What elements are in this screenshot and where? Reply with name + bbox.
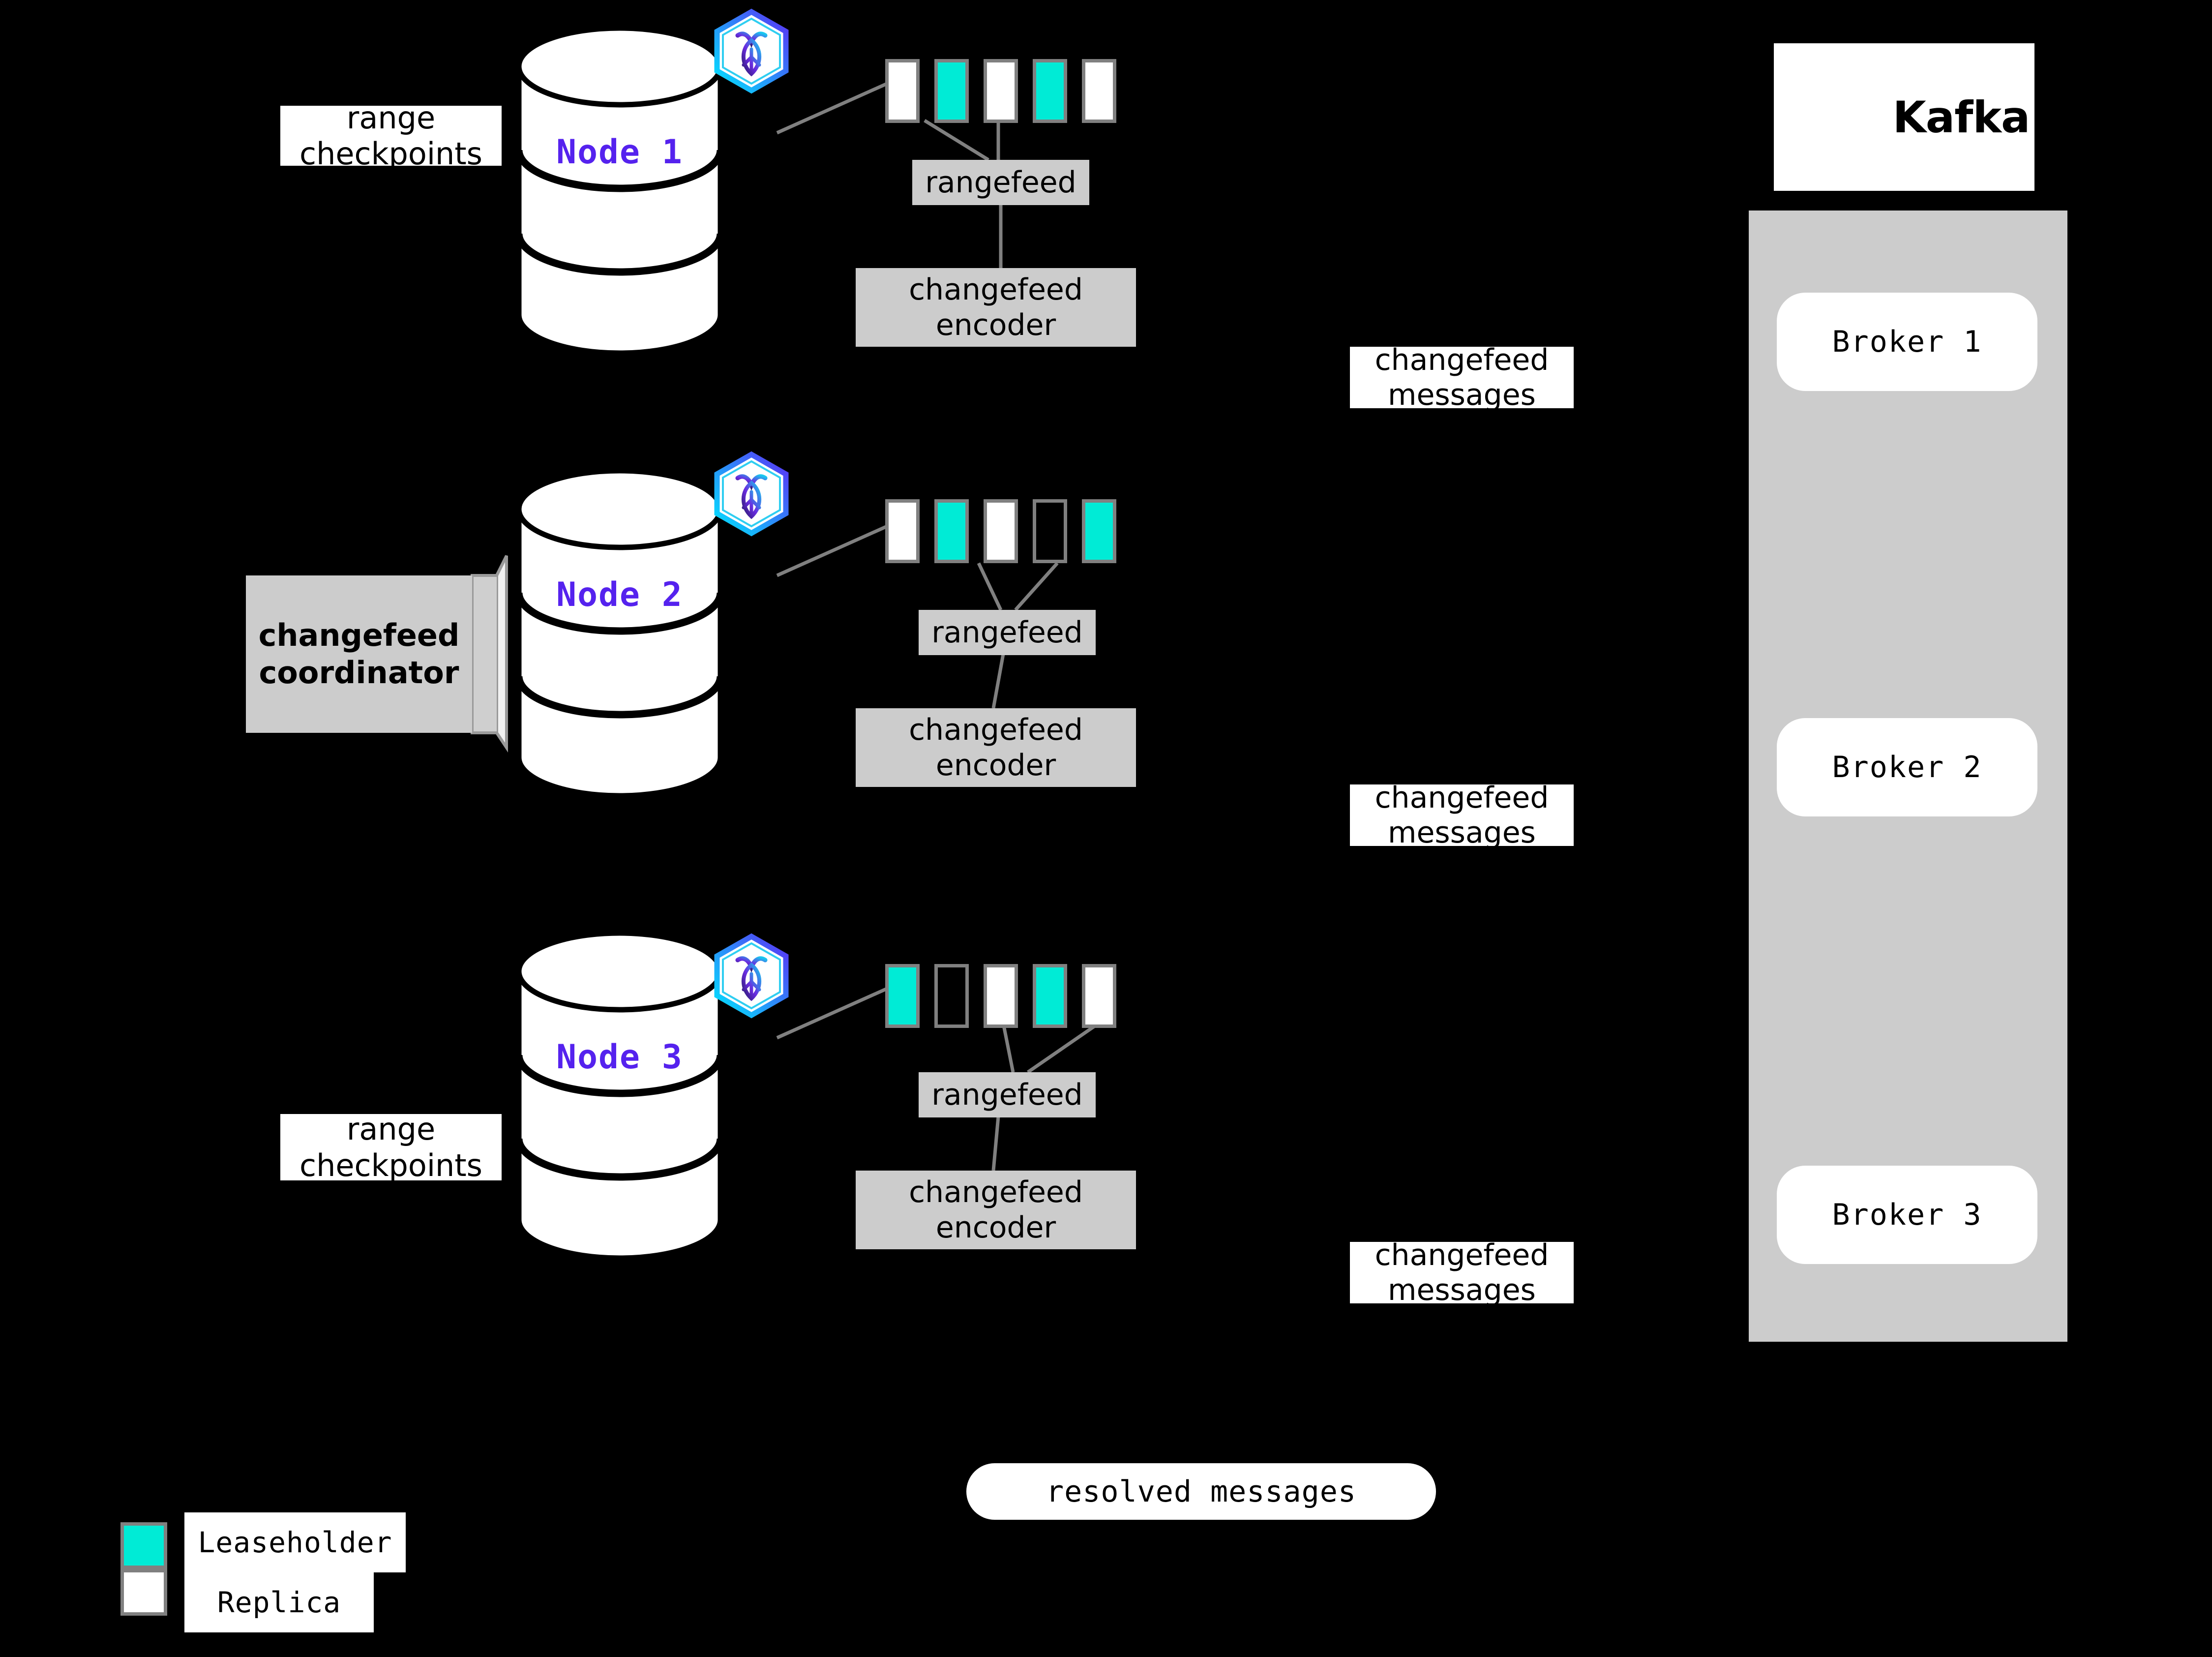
broker-2-box[interactable]: Broker 2 [1777,718,2037,816]
kafka-wordmark: Kafka [1892,91,2031,143]
node-1-cylinder [515,25,724,356]
node-2-encoder-label: changefeed encoder [909,713,1083,783]
legend-label-leaseholder: Leaseholder [184,1512,406,1572]
range-box[interactable] [934,964,969,1028]
range-box[interactable] [934,499,969,563]
node-2-encoder-box[interactable]: changefeed encoder [856,708,1136,787]
range-box[interactable] [885,499,920,563]
range-box[interactable] [1033,499,1067,563]
broker-3-label: Broker 3 [1832,1198,1982,1232]
range-box[interactable] [984,59,1018,123]
legend-label-replica: Replica [184,1572,374,1632]
changefeed-messages-text-1: changefeed messages [1375,342,1549,412]
changefeed-coordinator-callout[interactable]: changefeed coordinator [246,575,472,733]
range-box[interactable] [984,964,1018,1028]
coordinator-callout-pointer [471,555,508,753]
node-2-rangefeed-label: rangefeed [931,615,1083,650]
legend-swatch-replica [120,1569,167,1616]
node-3-encoder-box[interactable]: changefeed encoder [856,1171,1136,1249]
node-3-range-checkpoints-note: range checkpoints [280,1111,502,1183]
node-3-rangefeed-label: rangefeed [931,1078,1083,1112]
broker-1-box[interactable]: Broker 1 [1777,293,2037,391]
changefeed-messages-label-3: changefeed messages [1350,1238,1574,1307]
node-2-label: Node 2 [556,575,683,614]
broker-1-label: Broker 1 [1832,325,1982,359]
node-2-cylinder [515,468,724,799]
range-box[interactable] [1082,499,1116,563]
legend-swatch-leaseholder [120,1522,167,1569]
range-box[interactable] [1033,59,1067,123]
node-1-range-checkpoints-text: range checkpoints [299,99,482,172]
range-box[interactable] [1033,964,1067,1028]
range-box[interactable] [984,499,1018,563]
resolved-messages-label: resolved messages [1046,1474,1357,1509]
node-1-range-checkpoints-note: range checkpoints [280,100,502,172]
changefeed-messages-label-1: changefeed messages [1350,343,1574,412]
broker-2-label: Broker 2 [1832,750,1982,784]
cockroachdb-hexagon-icon [714,8,789,1019]
changefeed-messages-label-2: changefeed messages [1350,781,1574,850]
changefeed-messages-text-2: changefeed messages [1375,780,1549,850]
node-2-rangefeed-box[interactable]: rangefeed [919,610,1096,655]
node-3-range-checkpoints-text: range checkpoints [299,1111,482,1183]
range-box[interactable] [885,964,920,1028]
node-3-cylinder [515,930,724,1261]
changefeed-messages-text-3: changefeed messages [1375,1237,1549,1307]
resolved-messages-pill[interactable]: resolved messages [966,1463,1436,1520]
node-1-rangefeed-box[interactable]: rangefeed [912,160,1089,205]
node-1-rangefeed-label: rangefeed [925,165,1076,200]
range-box[interactable] [1082,964,1116,1028]
range-box[interactable] [885,59,920,123]
node-1-label: Node 1 [556,133,683,172]
node-1-encoder-label: changefeed encoder [909,272,1083,342]
range-box[interactable] [1082,59,1116,123]
node-1-encoder-box[interactable]: changefeed encoder [856,268,1136,347]
node-3-rangefeed-box[interactable]: rangefeed [919,1072,1096,1117]
changefeed-coordinator-label: changefeed coordinator [258,617,460,691]
kafka-logo-box: Kafka [1774,43,2034,191]
node-3-encoder-label: changefeed encoder [909,1175,1083,1245]
range-box[interactable] [934,59,969,123]
broker-3-box[interactable]: Broker 3 [1777,1166,2037,1264]
node-3-label: Node 3 [556,1038,683,1077]
